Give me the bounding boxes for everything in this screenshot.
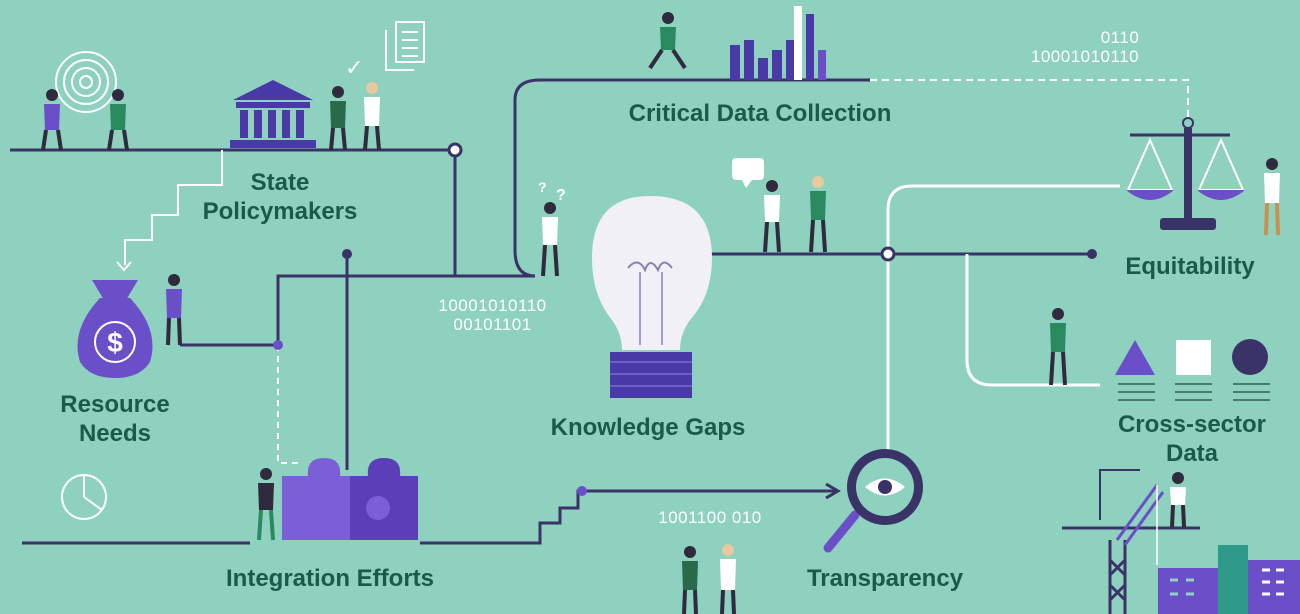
- label-integration-efforts: Integration Efforts: [226, 565, 434, 592]
- money-bag-icon: [77, 280, 153, 378]
- node-state: [447, 142, 463, 158]
- label-transparency: Transparency: [806, 565, 964, 592]
- person-figure: [541, 202, 559, 277]
- label-critical-data-collection: Critical Data Collection: [628, 100, 892, 127]
- question-mark-icon: ?: [538, 179, 547, 195]
- line-transparency-white: [886, 184, 1120, 460]
- square-icon: [1176, 340, 1211, 375]
- triangle-icon: [1115, 340, 1155, 375]
- binary-bottom: 1001100 010: [658, 508, 762, 527]
- list-lines-icon: [1118, 383, 1270, 401]
- person-figure: [648, 12, 687, 70]
- line-center-hub: [276, 274, 535, 345]
- target-icon: [55, 51, 117, 113]
- person-figure: [166, 274, 182, 346]
- person-figure: [257, 468, 275, 541]
- person-figure: [720, 544, 736, 614]
- connector-nodes: [273, 117, 1194, 496]
- label-line: Needs: [78, 420, 152, 447]
- person-figure: [1264, 158, 1280, 236]
- person-figure: [682, 546, 698, 614]
- person-figure: [363, 82, 381, 151]
- label-cross-sector-data: Cross-sector Data: [1100, 410, 1284, 468]
- bar-chart-icon: [730, 6, 826, 80]
- connector-lines: [10, 78, 1189, 545]
- line-crane-to-data: [1099, 469, 1140, 520]
- puzzle-icon: [282, 458, 418, 540]
- label-line: Policymakers: [202, 198, 358, 225]
- node-equitability: [1087, 249, 1097, 259]
- label-line: Data: [1165, 440, 1219, 467]
- label-line: Resource: [60, 391, 170, 418]
- lightbulb-icon: [592, 196, 712, 398]
- person-figure: [329, 86, 347, 151]
- node-stairs-top: [577, 486, 587, 496]
- label-line: State: [250, 169, 310, 196]
- arrow-to-transparency: [825, 482, 841, 500]
- binary-line: 10001010110: [438, 296, 547, 315]
- node-hub-junction: [880, 246, 896, 262]
- circle-icon: [1232, 339, 1268, 375]
- person-figure: [1170, 472, 1186, 528]
- arrow-to-resource: [116, 261, 132, 272]
- node-resource: [273, 340, 283, 350]
- binary-line: 10001010110: [1030, 47, 1140, 66]
- document-icon: [385, 21, 425, 71]
- line-critical-data-loop: [513, 78, 870, 278]
- magnifier-eye-icon: [823, 449, 923, 553]
- line-state-to-resource: [124, 150, 223, 265]
- building-icon: [1158, 545, 1300, 614]
- binary-line: 00101101: [453, 315, 532, 334]
- person-figure: [763, 180, 781, 253]
- government-building-icon: [230, 80, 316, 148]
- binary-line: 0110: [1100, 28, 1140, 47]
- person-figure: [809, 176, 827, 253]
- question-mark-icon: ?: [556, 187, 566, 204]
- binary-top-right: 0110 10001010110: [1000, 28, 1170, 66]
- label-knowledge-gaps: Knowledge Gaps: [550, 414, 746, 441]
- scale-icon: [1126, 128, 1245, 230]
- label-resource-needs: Resource Needs: [35, 390, 195, 448]
- line-integration-dashed: [277, 345, 300, 464]
- person-figure: [41, 89, 63, 151]
- line-critical-data-dashed: [870, 79, 1189, 118]
- node-puzzle-top: [342, 249, 352, 259]
- pie-chart-icon: [61, 474, 107, 520]
- person-figure: [107, 89, 129, 151]
- node-critical-data: [1182, 117, 1194, 129]
- crane-icon: [1062, 484, 1200, 614]
- label-equitability: Equitability: [1125, 253, 1255, 280]
- person-figure: [1049, 308, 1067, 386]
- binary-center: 10001010110 00101101: [420, 296, 565, 334]
- label-line: Cross-sector: [1117, 411, 1267, 438]
- line-cross-sector-white: [965, 254, 1100, 387]
- checkmark-icon: ✓: [345, 56, 363, 81]
- dollar-sign-icon: $: [107, 327, 123, 358]
- speech-bubble-icon: [732, 158, 764, 188]
- label-state-policymakers: State Policymakers: [190, 168, 370, 226]
